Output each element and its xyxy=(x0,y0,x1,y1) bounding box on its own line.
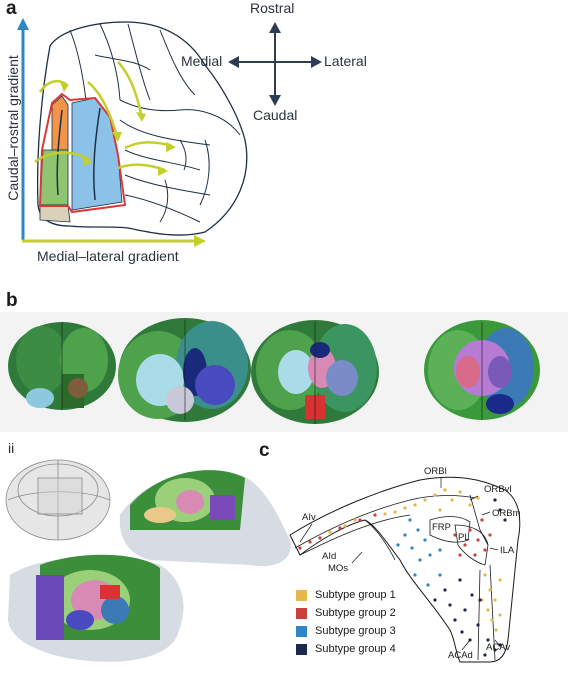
section-outline xyxy=(289,476,521,663)
compass-cross xyxy=(235,30,315,98)
brain-3d-right xyxy=(119,470,291,567)
compass-caudal-label: Caudal xyxy=(253,107,298,123)
points-group-3 xyxy=(396,518,442,587)
legend-swatch-3 xyxy=(296,625,307,637)
brain-3d-bottom xyxy=(8,554,184,662)
legend-label-1: Subtype group 1 xyxy=(315,589,396,601)
legend-row-3: Subtype group 3 xyxy=(296,622,396,640)
compass-arrowheads xyxy=(228,22,322,106)
label-acav: ACAv xyxy=(486,642,511,653)
flow-arrowheads xyxy=(60,82,176,176)
label-frp: FRP xyxy=(432,522,451,533)
panel-a-letter: a xyxy=(6,0,17,19)
legend-label-2: Subtype group 2 xyxy=(315,607,396,619)
legend-label-3: Subtype group 3 xyxy=(315,625,396,637)
label-orbvl: ORBvl xyxy=(484,484,512,495)
coronal-slice-2 xyxy=(118,318,251,422)
legend-swatch-1 xyxy=(296,589,307,601)
dark-arrow-2 xyxy=(93,107,101,201)
legend-label-4: Subtype group 4 xyxy=(315,643,396,655)
coronal-slice-4 xyxy=(424,320,540,420)
compass-lateral-label: Lateral xyxy=(324,53,367,69)
dark-arrow-1 xyxy=(56,109,63,196)
caudal-rostral-arrowhead xyxy=(17,18,29,30)
label-alv: AIv xyxy=(302,512,316,523)
coronal-slice-1 xyxy=(8,322,116,410)
subtype-legend: Subtype group 1 Subtype group 2 Subtype … xyxy=(296,586,396,658)
label-leaders xyxy=(299,478,501,651)
legend-row-1: Subtype group 1 xyxy=(296,586,396,604)
label-ald: AId xyxy=(322,551,337,562)
points-group-2 xyxy=(298,513,492,557)
glass-brain-3d xyxy=(5,459,111,541)
label-acad: ACAd xyxy=(448,650,473,661)
label-orbl: ORBl xyxy=(424,466,447,477)
legend-swatch-2 xyxy=(296,607,307,619)
medial-lateral-arrowhead xyxy=(194,235,206,247)
horizontal-gradient-label: Medial–lateral gradient xyxy=(37,248,179,264)
section-lines xyxy=(294,494,496,661)
compass-rostral-label: Rostral xyxy=(250,0,295,16)
legend-row-2: Subtype group 2 xyxy=(296,604,396,622)
label-mos: MOs xyxy=(328,563,349,574)
points-group-1 xyxy=(328,488,502,632)
panel-c-letter: c xyxy=(259,440,270,461)
label-ila: ILA xyxy=(500,545,515,556)
label-orbm: ORBm xyxy=(492,508,521,519)
legend-swatch-4 xyxy=(296,643,307,655)
coronal-slice-3 xyxy=(251,320,379,424)
compass-medial-label: Medial xyxy=(181,53,223,69)
panel-b-sub-ii: ii xyxy=(8,440,15,456)
region-red-outline xyxy=(38,92,127,214)
panel-b-letter: b xyxy=(6,290,18,311)
label-pl: PL xyxy=(458,532,470,543)
legend-row-4: Subtype group 4 xyxy=(296,640,396,658)
points-group-4 xyxy=(433,498,507,657)
